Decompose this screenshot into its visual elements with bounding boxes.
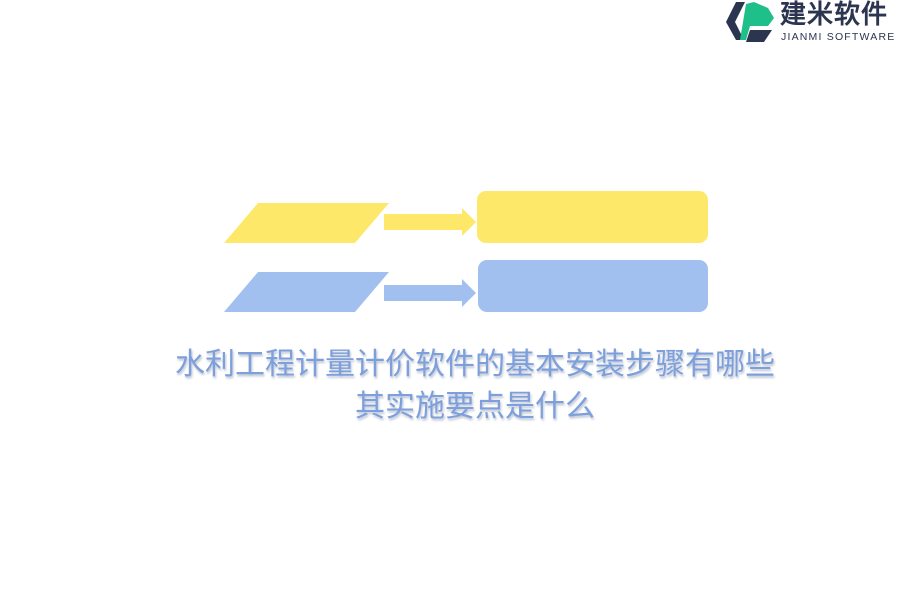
- brand-logo: 建米软件 JIANMI SOFTWARE: [724, 0, 900, 46]
- brand-name-cn: 建米软件: [780, 0, 889, 30]
- row-2-rounded-box: [478, 260, 708, 312]
- row-2-parallelogram: [224, 272, 389, 312]
- row-1-parallelogram: [224, 203, 389, 243]
- diagram-row-1: [224, 191, 708, 243]
- jianmi-logo-icon: [726, 2, 774, 42]
- title-line-1: 水利工程计量计价软件的基本安装步骤有哪些: [175, 347, 775, 382]
- page-title: 水利工程计量计价软件的基本安装步骤有哪些 其实施要点是什么: [120, 344, 830, 428]
- row-2-right-arrow-icon: [384, 279, 476, 307]
- row-1-right-arrow-icon: [384, 208, 476, 236]
- brand-name-en: JIANMI SOFTWARE: [781, 31, 896, 43]
- diagram-row-2: [224, 260, 708, 312]
- row-1-rounded-box: [477, 191, 708, 243]
- title-line-2: 其实施要点是什么: [355, 389, 595, 424]
